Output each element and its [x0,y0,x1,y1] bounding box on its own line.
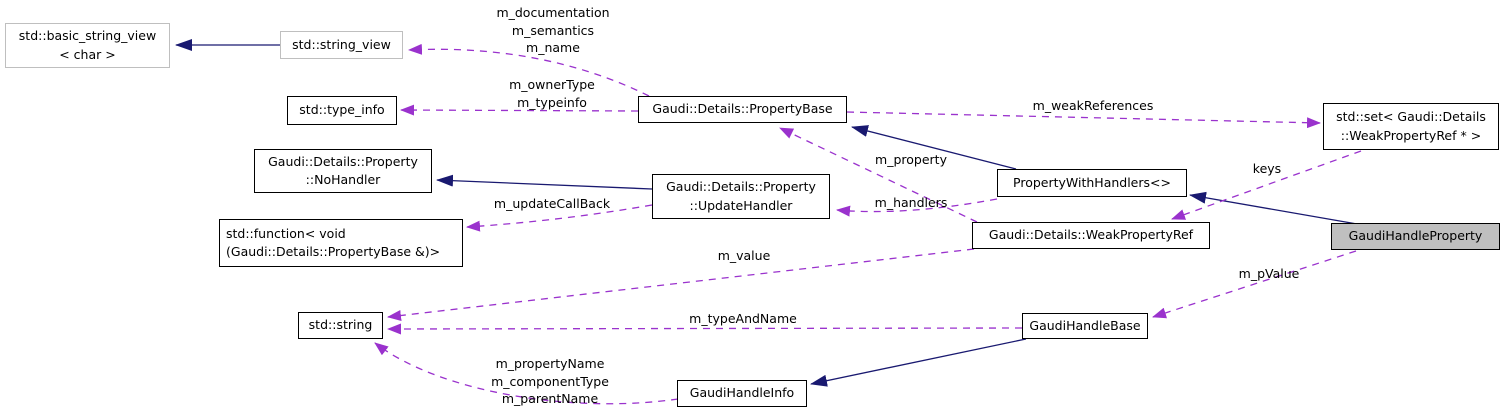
edge-label-mhandlers: m_handlers [874,195,948,210]
node-gaudihandleproperty: GaudiHandleProperty [1331,223,1500,250]
node-propertywithhandlers[interactable]: PropertyWithHandlers<> [997,169,1187,197]
edge-label-mproperty: m_property [875,152,947,167]
edge-label-propertyname-componenttype-parentname: m_propertyName m_componentType m_parentN… [491,356,609,406]
node-std-type-info[interactable]: std::type_info [287,96,397,125]
node-std-function[interactable]: std::function< void (Gaudi::Details::Pro… [219,219,463,267]
edge-label-typeandname: m_typeAndName [689,311,797,326]
edge-gaudihandlebase-to-string-typeandname [387,323,1023,335]
edge-propertybase-to-stringview-members [408,43,650,97]
edge-label-pvalue: m_pValue [1238,266,1300,281]
edge-label-weakreferences: m_weakReferences [1032,98,1154,113]
edge-propertybase-to-set-weakreferences [846,111,1321,129]
edge-gaudihandleproperty-to-propertywithhandlers [1189,191,1358,225]
node-gaudi-details-propertybase[interactable]: Gaudi::Details::PropertyBase [638,96,847,123]
node-std-set-weakpropertyref[interactable]: std::set< Gaudi::Details ::WeakPropertyR… [1323,103,1499,150]
edge-label-mvalue: m_value [717,248,771,263]
edge-updatehandler-to-nohandler [436,174,653,190]
edge-updatehandler-to-function-updatecallback [466,204,653,232]
node-gaudihandleinfo[interactable]: GaudiHandleInfo [677,380,807,407]
node-std-string[interactable]: std::string [298,312,383,339]
edge-gaudihandlebase-to-gaudihandleinfo [810,338,1027,387]
edge-label-documentation-semantics-name: m_documentation m_semantics m_name [496,5,610,55]
edge-gaudihandleinfo-to-string-names [374,342,679,405]
edge-label-keys: keys [1252,161,1282,176]
edge-weakpropertyref-to-propertybase-mproperty [779,127,978,223]
node-gaudihandlebase[interactable]: GaudiHandleBase [1022,313,1148,339]
node-gaudi-details-property-nohandler[interactable]: Gaudi::Details::Property ::NoHandler [254,149,432,193]
edge-propertywithhandlers-to-propertybase [851,125,1017,170]
edge-propertybase-to-typeinfo-members [400,104,639,116]
node-std-string-view: std::string_view [280,31,403,59]
edge-label-ownertype-typeinfo: m_ownerType m_typeinfo [509,77,595,110]
edge-weakpropertyref-to-string-mvalue [387,248,975,321]
node-gaudi-details-property-updatehandler[interactable]: Gaudi::Details::Property ::UpdateHandler [652,174,830,219]
node-std-basic-string-view: std::basic_string_view < char > [5,23,170,68]
edge-label-updatecallback: m_updateCallBack [493,196,611,211]
edge-propertywithhandlers-to-updatehandler-mhandlers [836,198,998,217]
edge-gaudihandleproperty-to-gaudihandlebase-pvalue [1152,250,1357,319]
node-gaudi-details-weakpropertyref[interactable]: Gaudi::Details::WeakPropertyRef [972,222,1210,249]
